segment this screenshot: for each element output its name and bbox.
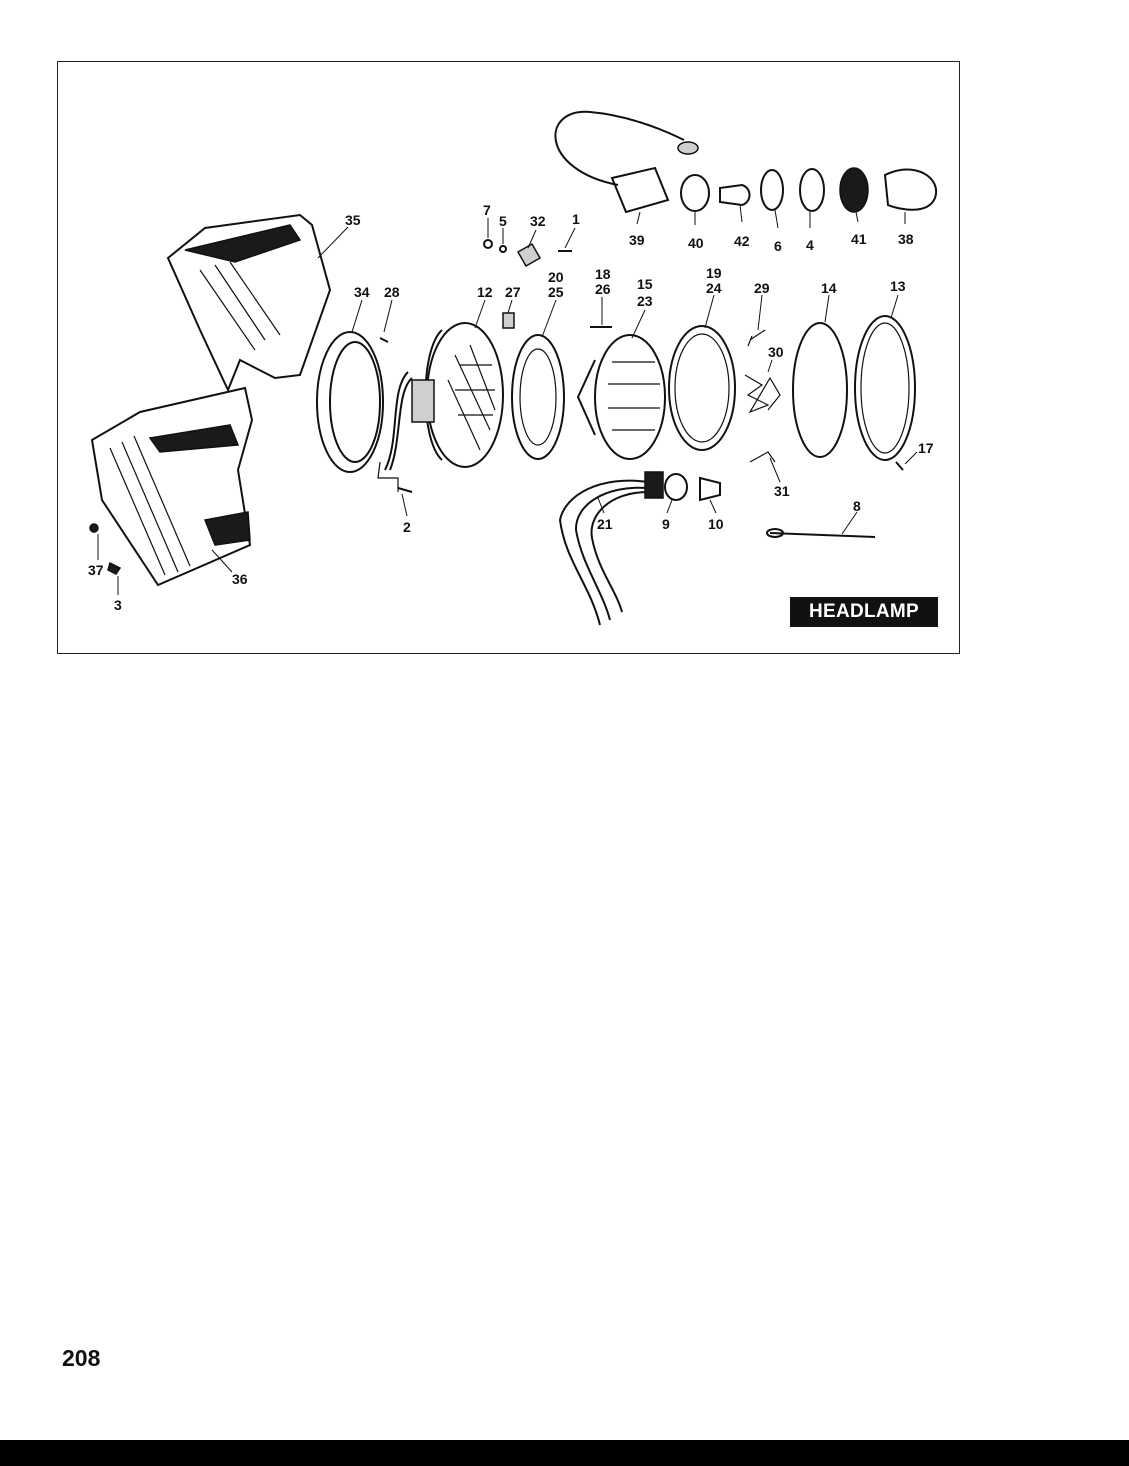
callout-1: 1 (572, 211, 580, 227)
callout-37: 37 (88, 562, 104, 578)
part-39-bracket (610, 166, 670, 214)
part-42-bulb (719, 183, 751, 207)
part-10-bulb (699, 476, 721, 502)
part-8-strap (769, 532, 876, 538)
part-17-screw (895, 461, 904, 471)
figure-frame (57, 61, 960, 654)
ground-cable (554, 110, 685, 186)
part-14-gasket (792, 322, 848, 458)
part-37-nut (89, 523, 99, 533)
callout-12: 12 (477, 284, 493, 300)
callout-13: 13 (890, 278, 906, 294)
callout-41: 41 (851, 231, 867, 247)
callout-15: 15 (637, 276, 653, 292)
part-27-clip (502, 312, 515, 329)
callout-34: 34 (354, 284, 370, 300)
part-21-harness (558, 479, 649, 626)
callout-8: 8 (853, 498, 861, 514)
callout-21: 21 (597, 516, 613, 532)
part-7-nut (483, 239, 493, 249)
callout-10: 10 (708, 516, 724, 532)
part-12-headlamp-housing (411, 322, 504, 468)
callout-14: 14 (821, 280, 837, 296)
part-40-nut (680, 174, 710, 212)
callout-35: 35 (345, 212, 361, 228)
callout-7: 7 (483, 202, 491, 218)
callout-32: 32 (530, 213, 546, 229)
callout-5: 5 (499, 213, 507, 229)
callout-9: 9 (662, 516, 670, 532)
callout-36: 36 (232, 571, 248, 587)
part-13-outer-rim (854, 315, 916, 461)
callout-25: 25 (548, 284, 564, 300)
callout-39: 39 (629, 232, 645, 248)
callout-42: 42 (734, 233, 750, 249)
part-28-screw (379, 337, 389, 343)
part-30-springs (744, 374, 781, 414)
part-34-mounting-ring (316, 331, 384, 473)
callout-17: 17 (918, 440, 934, 456)
part-9-socket (664, 473, 688, 501)
part-41-socket (839, 167, 869, 213)
callout-27: 27 (505, 284, 521, 300)
part-3-screw (107, 561, 122, 575)
callout-24: 24 (706, 280, 722, 296)
part-5-washer (499, 245, 507, 253)
part-29-spring-clip (747, 329, 766, 347)
bottom-scan-edge (0, 1440, 1129, 1466)
callout-3: 3 (114, 597, 122, 613)
callout-31: 31 (774, 483, 790, 499)
part-4-washer (799, 168, 825, 212)
callout-labels: 35 7 5 32 1 39 40 42 6 4 41 38 34 28 12 … (88, 202, 934, 613)
part-21-connector (644, 471, 664, 499)
part-21-harness-wire-2 (574, 486, 649, 621)
callout-30: 30 (768, 344, 784, 360)
callout-18: 18 (595, 266, 611, 282)
part-8-strap-eye (766, 528, 784, 538)
part-15-23-sealed-beam (576, 334, 666, 460)
part-31-spring (749, 451, 776, 463)
part-21-harness-wire-3 (590, 491, 649, 613)
callout-26: 26 (595, 281, 611, 297)
callout-19: 19 (706, 265, 722, 281)
callout-20: 20 (548, 269, 564, 285)
callout-28: 28 (384, 284, 400, 300)
callout-6: 6 (774, 238, 782, 254)
ring-wire-loom (377, 371, 413, 492)
headlamp-title-badge: HEADLAMP (790, 597, 938, 627)
callout-4: 4 (806, 237, 814, 253)
part-35-upper-cowl (166, 213, 332, 393)
page-number: 208 (62, 1345, 101, 1371)
callout-23: 23 (637, 293, 653, 309)
part-38-lens (883, 168, 938, 211)
cable-eyelet (677, 141, 699, 155)
callout-2: 2 (403, 519, 411, 535)
part-2-screw (397, 487, 413, 493)
part-6-lock-washer (760, 169, 784, 211)
callout-40: 40 (688, 235, 704, 251)
callout-38: 38 (898, 231, 914, 247)
part-19-24-trim-ring (668, 325, 736, 451)
part-32-clamp (516, 242, 542, 268)
callout-29: 29 (754, 280, 770, 296)
part-20-25-retaining-ring (511, 334, 565, 460)
leader-lines (97, 204, 918, 595)
part-36-lower-cowl (90, 386, 254, 587)
